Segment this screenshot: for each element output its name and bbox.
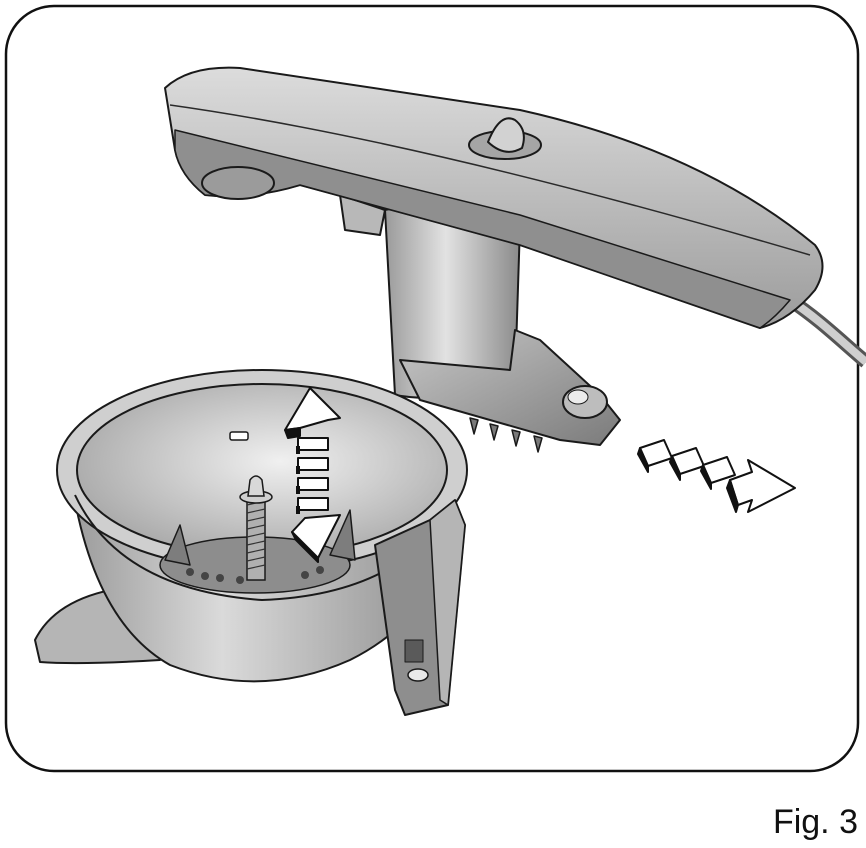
figure-caption: Fig. 3 [773,803,858,842]
rear-knob [202,167,274,199]
